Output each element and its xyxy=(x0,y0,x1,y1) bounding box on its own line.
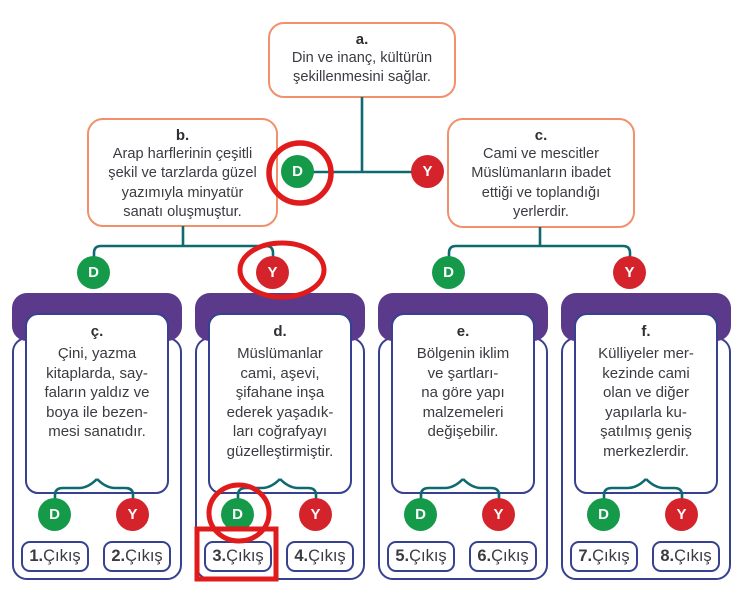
leaf-card: f. Külliyeler mer- kezinde cami olan ve … xyxy=(574,313,718,494)
leaf-title: f. xyxy=(641,323,651,340)
exit-word: Çıkış xyxy=(308,547,346,565)
exit-4-button[interactable]: 4.Çıkış xyxy=(286,541,354,572)
exit-word: Çıkış xyxy=(226,547,264,565)
exit-5-button[interactable]: 5.Çıkış xyxy=(387,541,455,572)
leaf-title: e. xyxy=(456,323,470,340)
leaf-column-e: e. Bölgenin iklim ve şartları- na göre y… xyxy=(378,293,548,580)
node-a-title: a. xyxy=(355,31,369,48)
node-b-title: b. xyxy=(175,127,190,144)
leaf-text: Bölgenin iklim ve şartları- na göre yapı… xyxy=(416,345,510,440)
exit-number: 7. xyxy=(578,547,593,565)
exit-number: 8. xyxy=(660,547,675,565)
exit-8-button[interactable]: 8.Çıkış xyxy=(652,541,720,572)
leaf-column-d: d. Müslümanlar cami, aşevi, şifahane inş… xyxy=(195,293,365,580)
exit-number: 4. xyxy=(294,547,309,565)
badge-d-leaf-f[interactable]: D xyxy=(587,498,620,531)
exit-7-button[interactable]: 7.Çıkış xyxy=(570,541,638,572)
leaf-column-f: f. Külliyeler mer- kezinde cami olan ve … xyxy=(561,293,731,580)
exit-number: 2. xyxy=(111,547,126,565)
leaf-title: d. xyxy=(273,323,287,340)
node-a-text: Din ve inanç, kültürün şekillenmesini sa… xyxy=(291,50,433,86)
leaf-card: ç. Çini, yazma kitaplarda, say- faların … xyxy=(25,313,169,494)
exit-word: Çıkış xyxy=(409,547,447,565)
exit-number: 6. xyxy=(477,547,492,565)
exit-2-button[interactable]: 2.Çıkış xyxy=(103,541,171,572)
leaf-column-c-cedilla: ç. Çini, yazma kitaplarda, say- faların … xyxy=(12,293,182,580)
node-a-box: a. Din ve inanç, kültürün şekillenmesini… xyxy=(268,22,456,98)
node-b-text: Arap harflerinin çeşitli şekil ve tarzla… xyxy=(108,146,257,220)
badge-y-leaf-cc[interactable]: Y xyxy=(116,498,149,531)
badge-y-node-b[interactable]: Y xyxy=(256,256,289,289)
exit-1-button[interactable]: 1.Çıkış xyxy=(21,541,89,572)
exit-number: 1. xyxy=(29,547,44,565)
badge-d-leaf-d[interactable]: D xyxy=(221,498,254,531)
connector-b-branch xyxy=(92,244,275,261)
badge-y-leaf-d[interactable]: Y xyxy=(299,498,332,531)
node-c-title: c. xyxy=(534,127,548,144)
exit-3-button[interactable]: 3.Çıkış xyxy=(204,541,272,572)
leaf-title: ç. xyxy=(90,323,104,340)
badge-y-leaf-f[interactable]: Y xyxy=(665,498,698,531)
node-c-text: Cami ve mescitler Müslümanların ibadet e… xyxy=(471,146,611,220)
exit-number: 3. xyxy=(212,547,227,565)
node-b-box: b. Arap harflerinin çeşitli şekil ve tar… xyxy=(87,118,278,227)
leaf-card: d. Müslümanlar cami, aşevi, şifahane inş… xyxy=(208,313,352,494)
leaf-text: Çini, yazma kitaplarda, say- faların yal… xyxy=(44,345,150,440)
leaf-text: Müslümanlar cami, aşevi, şifahane inşa e… xyxy=(226,345,334,460)
badge-d-root[interactable]: D xyxy=(281,155,314,188)
exit-word: Çıkış xyxy=(491,547,529,565)
node-c-box: c. Cami ve mescitler Müslümanların ibade… xyxy=(447,118,635,228)
badge-d-node-b[interactable]: D xyxy=(77,256,110,289)
leaf-text: Külliyeler mer- kezinde cami olan ve diğ… xyxy=(598,345,694,460)
badge-y-root[interactable]: Y xyxy=(411,155,444,188)
exit-6-button[interactable]: 6.Çıkış xyxy=(469,541,537,572)
exit-word: Çıkış xyxy=(674,547,712,565)
badge-d-node-c[interactable]: D xyxy=(432,256,465,289)
exit-word: Çıkış xyxy=(43,547,81,565)
exit-number: 5. xyxy=(395,547,410,565)
badge-d-leaf-cc[interactable]: D xyxy=(38,498,71,531)
exit-word: Çıkış xyxy=(125,547,163,565)
badge-d-leaf-e[interactable]: D xyxy=(404,498,437,531)
connector-c-branch xyxy=(447,244,632,261)
leaf-card: e. Bölgenin iklim ve şartları- na göre y… xyxy=(391,313,535,494)
badge-y-leaf-e[interactable]: Y xyxy=(482,498,515,531)
badge-y-node-c[interactable]: Y xyxy=(613,256,646,289)
exit-word: Çıkış xyxy=(592,547,630,565)
